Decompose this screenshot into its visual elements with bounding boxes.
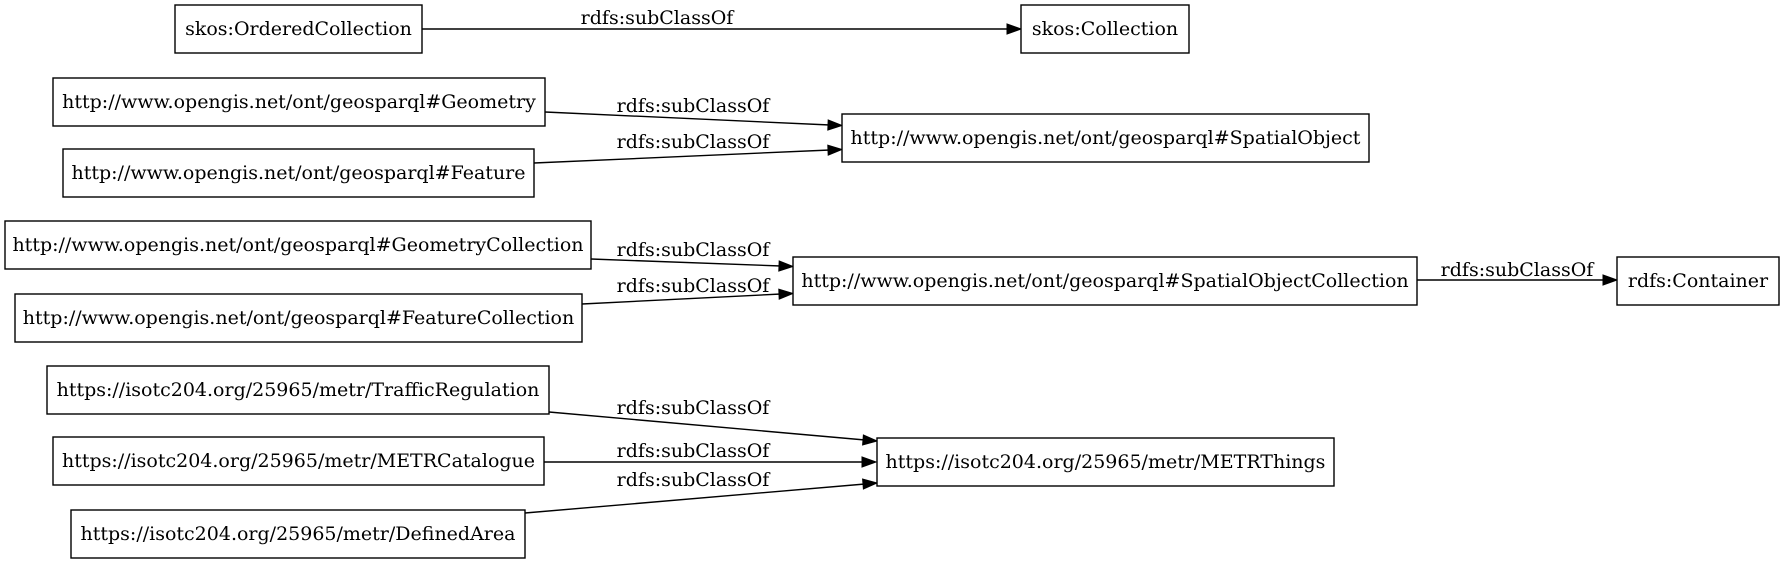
edge-traffic-regulation-to-metr-things: rdfs:subClassOf <box>548 397 879 446</box>
edge-label: rdfs:subClassOf <box>581 7 736 29</box>
node-box <box>70 509 526 559</box>
node-box <box>62 148 535 198</box>
edge-line <box>590 258 782 267</box>
edge-label: rdfs:subClassOf <box>617 239 772 261</box>
node-label: https://isotc204.org/25965/metr/DefinedA… <box>81 523 516 545</box>
node-label: http://www.opengis.net/ont/geosparql#Spa… <box>851 127 1361 149</box>
node-box <box>1616 256 1780 306</box>
node-box <box>14 293 583 343</box>
arrowhead-icon <box>862 434 879 446</box>
edge-label: rdfs:subClassOf <box>617 440 772 462</box>
node-defined-area: https://isotc204.org/25965/metr/DefinedA… <box>70 509 526 559</box>
node-label: https://isotc204.org/25965/metr/METRThin… <box>886 451 1326 473</box>
edge-feature-collection-to-spatial-object-collection: rdfs:subClassOf <box>581 275 795 305</box>
node-ordered-collection: skos:OrderedCollection <box>174 4 423 54</box>
edge-line <box>533 149 831 164</box>
edge-geometry-collection-to-spatial-object-collection: rdfs:subClassOf <box>590 239 795 272</box>
node-box <box>4 220 592 270</box>
node-feature: http://www.opengis.net/ont/geosparql#Fea… <box>62 148 535 198</box>
edge-spatial-object-collection-to-container: rdfs:subClassOf <box>1417 259 1619 286</box>
node-box <box>52 77 546 127</box>
node-container: rdfs:Container <box>1616 256 1780 306</box>
node-spatial-object-collection: http://www.opengis.net/ont/geosparql#Spa… <box>792 256 1418 306</box>
node-label: https://isotc204.org/25965/metr/METRCata… <box>62 450 535 472</box>
arrowhead-icon <box>827 119 844 131</box>
edge-metr-catalogue-to-metr-things: rdfs:subClassOf <box>544 440 878 468</box>
node-spatial-object: http://www.opengis.net/ont/geosparql#Spa… <box>841 113 1370 163</box>
node-label: https://isotc204.org/25965/metr/TrafficR… <box>57 379 540 401</box>
node-geometry: http://www.opengis.net/ont/geosparql#Geo… <box>52 77 546 127</box>
node-box <box>792 256 1418 306</box>
node-feature-collection: http://www.opengis.net/ont/geosparql#Fea… <box>14 293 583 343</box>
arrowhead-icon <box>1602 274 1619 286</box>
edge-label: rdfs:subClassOf <box>617 397 772 419</box>
arrowhead-icon <box>778 288 795 300</box>
node-geometry-collection: http://www.opengis.net/ont/geosparql#Geo… <box>4 220 592 270</box>
edge-defined-area-to-metr-things: rdfs:subClassOf <box>524 469 879 514</box>
edge-line <box>581 293 782 305</box>
node-box <box>841 113 1370 163</box>
edge-geometry-to-spatial-object: rdfs:subClassOf <box>544 95 844 131</box>
edge-label: rdfs:subClassOf <box>1441 259 1596 281</box>
edge-line <box>544 111 831 126</box>
arrowhead-icon <box>862 478 879 490</box>
node-collection: skos:Collection <box>1020 4 1190 54</box>
node-label: skos:Collection <box>1032 18 1178 40</box>
node-label: rdfs:Container <box>1628 270 1769 292</box>
node-label: http://www.opengis.net/ont/geosparql#Fea… <box>23 307 574 329</box>
edge-line <box>548 411 866 441</box>
arrowhead-icon <box>778 260 795 272</box>
arrowhead-icon <box>861 456 878 468</box>
node-box <box>174 4 423 54</box>
node-label: http://www.opengis.net/ont/geosparql#Geo… <box>12 234 583 256</box>
edge-label: rdfs:subClassOf <box>617 95 772 117</box>
node-label: http://www.opengis.net/ont/geosparql#Fea… <box>71 162 525 184</box>
edge-label: rdfs:subClassOf <box>617 275 772 297</box>
node-box <box>876 437 1335 487</box>
edge-ordered-collection-to-collection: rdfs:subClassOf <box>422 7 1023 35</box>
node-box <box>52 436 545 486</box>
arrowhead-icon <box>827 144 844 156</box>
node-label: skos:OrderedCollection <box>185 18 412 40</box>
node-label: http://www.opengis.net/ont/geosparql#Geo… <box>62 91 536 113</box>
edge-label: rdfs:subClassOf <box>617 131 772 153</box>
node-metr-things: https://isotc204.org/25965/metr/METRThin… <box>876 437 1335 487</box>
edge-line <box>524 483 866 514</box>
edge-label: rdfs:subClassOf <box>617 469 772 491</box>
node-label: http://www.opengis.net/ont/geosparql#Spa… <box>801 270 1408 292</box>
node-box <box>1020 4 1190 54</box>
node-traffic-regulation: https://isotc204.org/25965/metr/TrafficR… <box>46 365 550 415</box>
arrowhead-icon <box>1006 23 1023 35</box>
edge-feature-to-spatial-object: rdfs:subClassOf <box>533 131 844 164</box>
node-box <box>46 365 550 415</box>
node-metr-catalogue: https://isotc204.org/25965/metr/METRCata… <box>52 436 545 486</box>
